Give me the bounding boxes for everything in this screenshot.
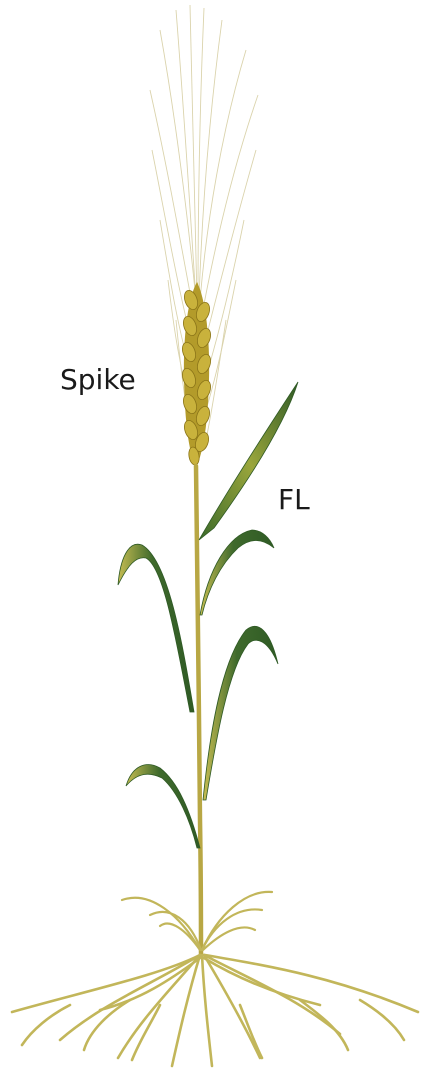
flag-leaf: [199, 382, 298, 540]
basal-leaves: [122, 892, 272, 950]
spike-head: [180, 282, 213, 468]
roots: [12, 955, 418, 1066]
flag-leaf-label: FL: [278, 486, 310, 514]
spike-label: Spike: [60, 366, 136, 394]
